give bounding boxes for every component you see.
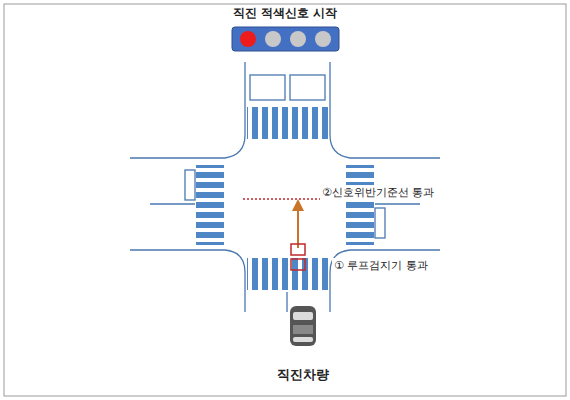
red-lamp <box>240 31 256 47</box>
crosswalk <box>247 258 329 290</box>
lamp <box>290 31 306 47</box>
travel-arrow <box>297 205 299 248</box>
loop-detector <box>291 244 305 255</box>
signal-housing <box>232 27 339 51</box>
vehicle-label: 직진차량 <box>275 366 331 384</box>
crosswalk <box>247 107 329 139</box>
loop-detector-label: ① 루프검지기 통과 <box>332 258 430 273</box>
violation-line-label: ②신호위반기준선 통과 <box>320 185 436 200</box>
signal-title: 직진 적색신호 시작 <box>233 5 337 22</box>
lamp <box>265 31 281 47</box>
crosswalk <box>346 165 374 245</box>
road-edges <box>130 62 440 312</box>
car <box>290 306 316 346</box>
crosswalk <box>196 165 224 245</box>
lamp <box>315 31 331 47</box>
loop-detector <box>291 259 305 270</box>
frame <box>4 4 566 396</box>
violation-line <box>243 198 330 200</box>
